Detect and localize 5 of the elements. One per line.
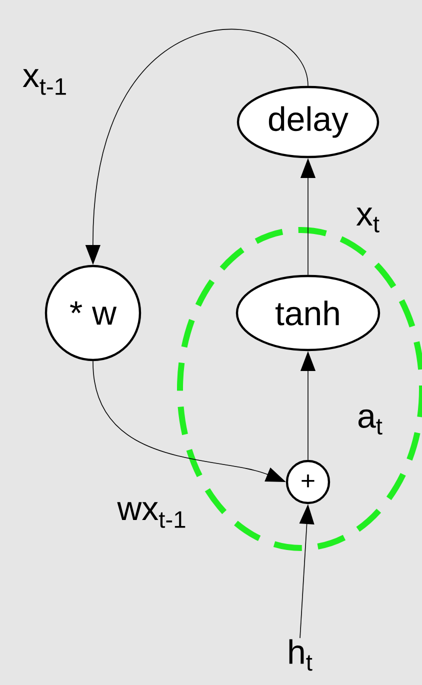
edge-label: x$_{t}$ bbox=[355, 206, 381, 234]
edge-label: x$_{t-1}$ bbox=[21, 68, 69, 96]
edge-label: wx$_{t-1}$ bbox=[116, 501, 188, 529]
edge-label: a$_{t}$ bbox=[356, 408, 384, 436]
input-label: h$_{t}$ bbox=[289, 639, 312, 671]
